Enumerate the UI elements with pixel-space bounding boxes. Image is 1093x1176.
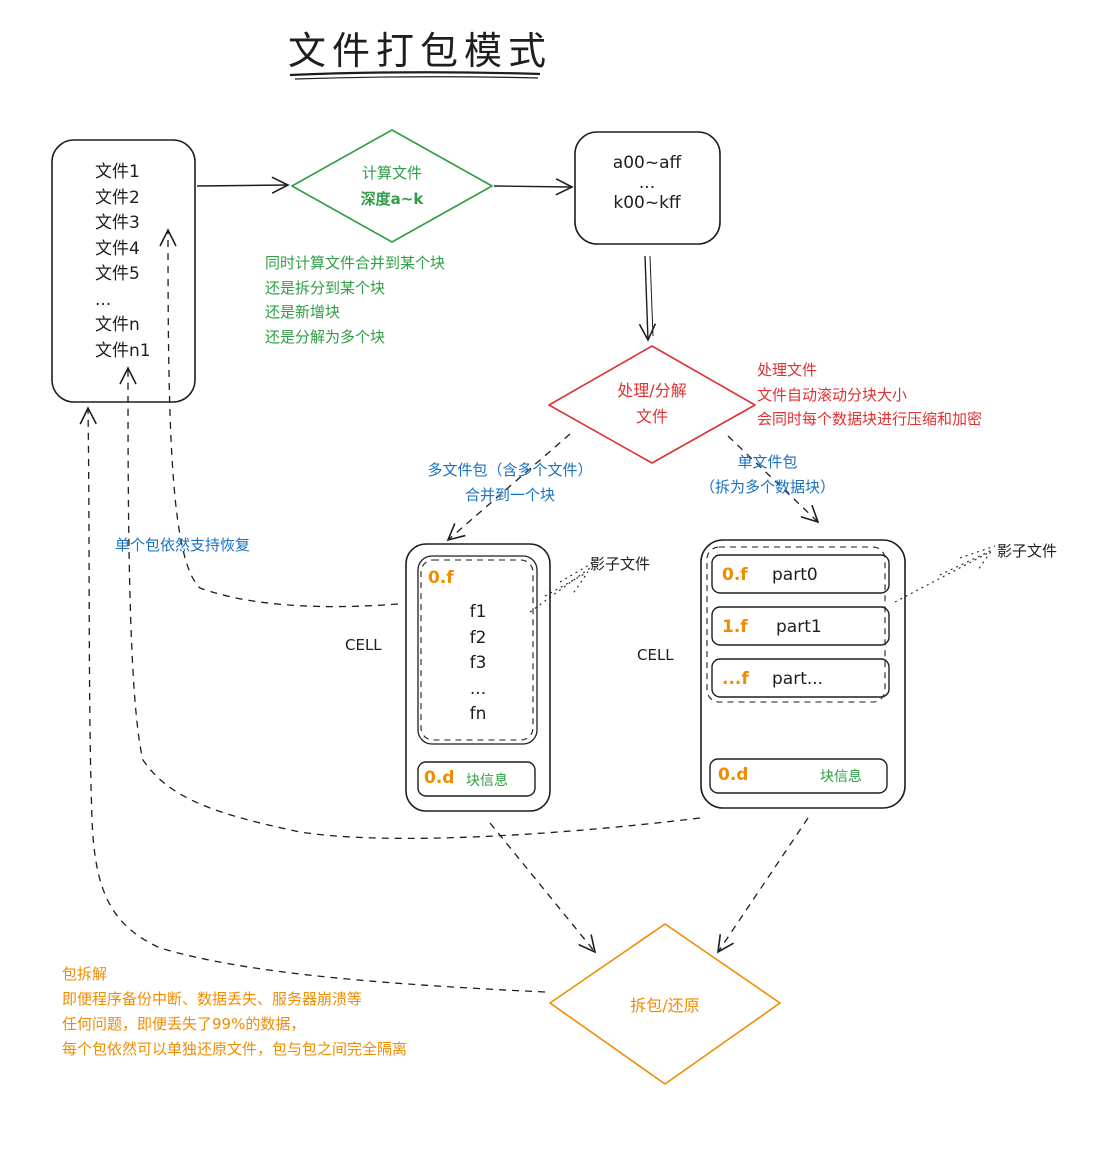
multi-file-label: 多文件包（含多个文件） 合并到一个块 — [400, 458, 620, 507]
cell2-part1-name: part1 — [776, 617, 822, 637]
process-note-line: 处理文件 — [757, 361, 818, 379]
unpack-note-line: 即便程序备份中断、数据丢失、服务器崩溃等 — [62, 990, 363, 1008]
range-box-text: a00~aff ... k00~kff — [582, 150, 712, 216]
arrow-list-to-compute — [196, 176, 290, 194]
cell-label-1: CELL — [345, 636, 382, 654]
cell1-data-label: 块信息 — [466, 773, 508, 789]
process-node-line1: 处理/分解 — [617, 381, 687, 400]
cell1-file-item: fn — [469, 704, 487, 724]
compute-note-line: 还是新增块 — [265, 303, 341, 321]
shadow-pointer-2c — [959, 545, 996, 559]
process-node-label: 处理/分解 文件 — [592, 378, 712, 430]
cell2-part0-box — [711, 554, 890, 594]
cell2-box — [700, 539, 906, 809]
file-list-item: 文件5 — [95, 264, 140, 284]
file-list: 文件1 文件2 文件3 文件4 文件5 ... 文件n 文件n1 — [95, 160, 151, 364]
compute-node-line2: 深度a~k — [360, 190, 424, 208]
range-line2: ... — [638, 173, 656, 193]
shadow-pointer-1a — [529, 567, 591, 613]
arrow-compute-to-range — [493, 178, 574, 196]
compute-node-line1: 计算文件 — [361, 164, 422, 182]
cell2-dashed-box — [706, 546, 886, 703]
shadow-pointer-2a — [894, 551, 991, 603]
multi-file-line2: 合并到一个块 — [464, 485, 555, 504]
compute-node-label: 计算文件 深度a~k — [332, 160, 452, 212]
arrow-range-to-process-2 — [649, 255, 654, 337]
unpack-node-label: 拆包/还原 — [630, 996, 700, 1015]
file-list-item: 文件2 — [95, 187, 140, 208]
file-list-item: 文件1 — [95, 162, 140, 182]
compute-note: 同时计算文件合并到某个块 还是拆分到某个块 还是新增块 还是分解为多个块 — [265, 251, 445, 349]
arrow-process-to-cell1 — [446, 433, 571, 542]
compute-note-line: 还是拆分到某个块 — [265, 278, 386, 297]
cell1-box — [405, 543, 551, 812]
cell1-data-box — [417, 761, 536, 797]
shadow-pointer-2b — [939, 548, 994, 576]
arrow-cell1-to-unpack — [489, 822, 597, 954]
process-diamond — [548, 345, 756, 464]
compute-note-line: 同时计算文件合并到某个块 — [265, 254, 446, 272]
single-file-line2: （拆为多个数据块） — [699, 477, 835, 496]
process-note: 处理文件 文件自动滚动分块大小 会同时每个数据块进行压缩和加密 — [757, 358, 982, 432]
page-title: 文件打包模式 — [288, 29, 553, 73]
compute-diamond — [291, 129, 493, 243]
cell1-data-name: 0.d — [424, 768, 455, 788]
file-list-item: 文件4 — [95, 238, 140, 259]
cell2-partn-name: part... — [772, 669, 824, 689]
cell2-part1-file: 1.f — [722, 617, 748, 637]
title-underline-2 — [294, 76, 539, 80]
cell1-file-item: f1 — [469, 602, 487, 622]
file-list-item: 文件3 — [95, 213, 140, 233]
multi-file-line1: 多文件包（含多个文件） — [427, 461, 593, 479]
single-file-line1: 单文件包 — [737, 453, 798, 471]
cell2-partn-box — [711, 658, 890, 698]
file-list-box — [51, 139, 196, 403]
cell1-file-list: f1 f2 f3 ... fn — [448, 600, 508, 728]
range-box — [574, 131, 721, 245]
arrow-unpack-back-to-list — [79, 406, 546, 993]
shadow-pointer-1b — [544, 571, 589, 597]
process-note-line: 文件自动滚动分块大小 — [757, 385, 908, 404]
compute-note-line: 还是分解为多个块 — [265, 327, 386, 346]
unpack-diamond — [549, 923, 781, 1085]
title-underline — [289, 71, 541, 77]
process-note-line: 会同时每个数据块进行压缩和加密 — [757, 410, 983, 428]
process-node-line2: 文件 — [635, 407, 668, 426]
restore-note: 单个包依然支持恢复 — [115, 536, 251, 554]
shadow-pointer-1c — [559, 561, 595, 583]
cell1-file-item: f3 — [469, 653, 487, 673]
file-list-item: 文件n1 — [95, 340, 151, 361]
shadow-label-1: 影子文件 — [590, 555, 651, 573]
cell2-data-label: 块信息 — [820, 769, 862, 785]
unpack-note-line: 任何问题，即便丢失了99%的数据， — [62, 1015, 306, 1033]
arrow-cell1-back-to-list — [159, 228, 399, 608]
cell2-part1-box — [711, 606, 890, 646]
cell2-part0-file: 0.f — [722, 565, 748, 585]
arrow-cell2-to-unpack — [717, 817, 809, 954]
cell2-data-name: 0.d — [718, 765, 749, 785]
single-file-label: 单文件包 （拆为多个数据块） — [680, 450, 855, 499]
arrow-cell2-back-to-list — [119, 366, 701, 840]
range-line1: a00~aff — [612, 153, 682, 173]
cell2-part0-name: part0 — [772, 565, 818, 585]
cell1-file-name: 0.f — [428, 568, 454, 588]
cell1-file-item: ... — [469, 678, 487, 699]
unpack-note-line: 包拆解 — [62, 965, 108, 983]
cell1-dashed-box — [420, 559, 534, 741]
file-list-item: 文件n — [95, 315, 140, 335]
cell2-partn-file: ...f — [722, 669, 749, 689]
cell1-inner-box — [417, 555, 538, 745]
range-line3: k00~kff — [613, 193, 681, 213]
unpack-note: 包拆解 即便程序备份中断、数据丢失、服务器崩溃等 任何问题，即便丢失了99%的数… — [62, 962, 407, 1062]
file-list-item: ... — [95, 289, 112, 310]
unpack-note-line: 每个包依然可以单独还原文件，包与包之间完全隔离 — [62, 1040, 408, 1058]
cell1-file-item: f2 — [469, 627, 487, 648]
cell2-data-box — [709, 758, 888, 794]
cell-label-2: CELL — [637, 646, 674, 664]
arrow-range-to-process — [638, 255, 657, 342]
shadow-label-2: 影子文件 — [997, 542, 1058, 560]
